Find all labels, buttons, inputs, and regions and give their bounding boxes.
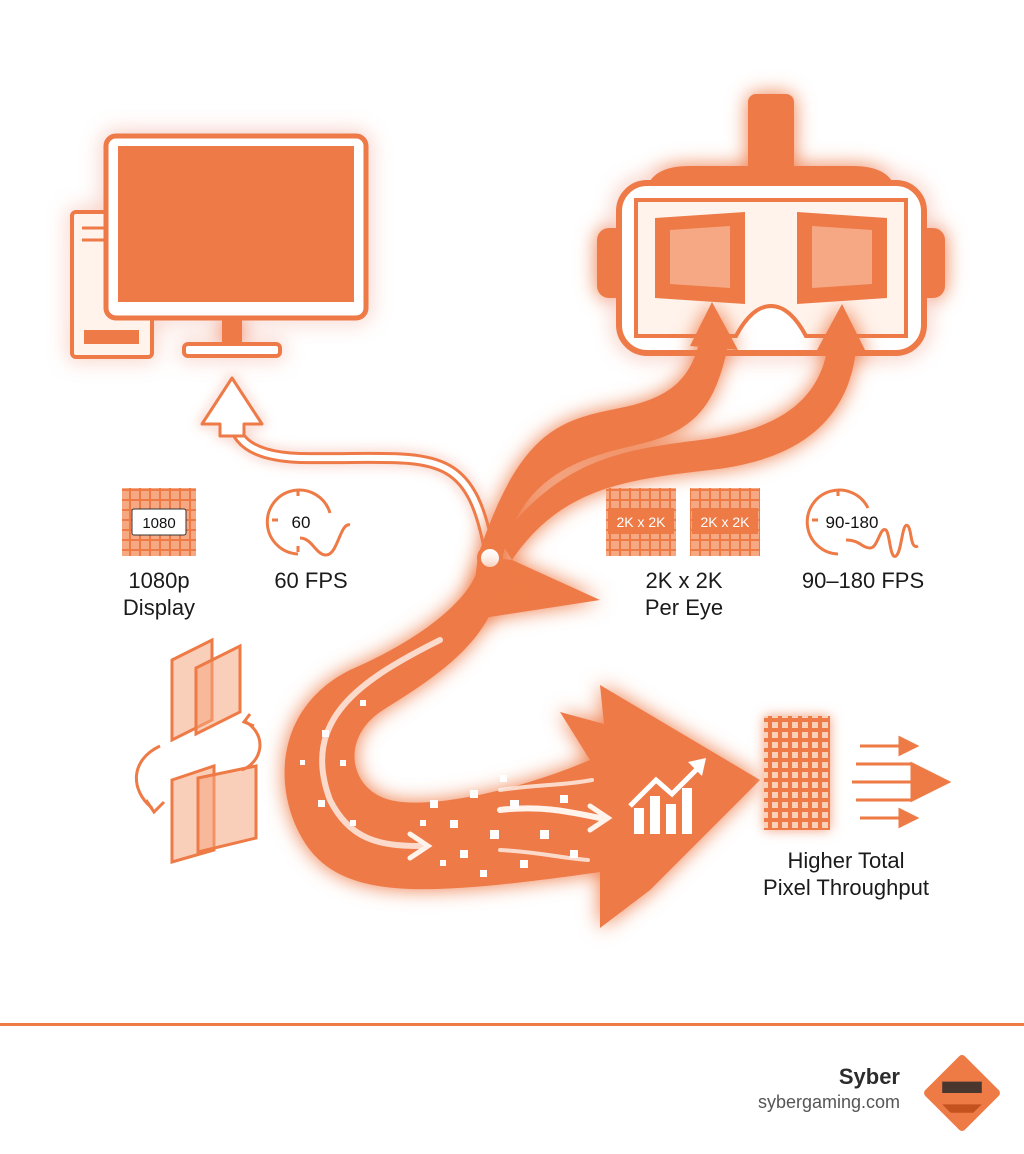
output-pixel-panel <box>764 716 830 830</box>
pixel-particles <box>300 700 578 877</box>
stereo-frames-icon <box>135 637 262 864</box>
pc-resolution-badge: 1080 <box>142 515 175 532</box>
speed-arrows-icon <box>852 735 952 829</box>
vr-resolution-badge-right: 2K x 2K <box>700 514 750 530</box>
footer-divider <box>0 1023 1024 1026</box>
stopwatch-icon <box>805 488 919 558</box>
pc-resolution-label: 1080p Display <box>96 567 222 621</box>
vr-resolution-label-line2: Per Eye <box>644 595 724 620</box>
vr-branch-arrows <box>470 302 868 620</box>
output-label: Higher Total Pixel Throughput <box>732 847 960 901</box>
vr-fps-label: 90–180 FPS <box>801 568 925 593</box>
vr-resolution-label-line1: 2K x 2K <box>645 568 723 593</box>
pc-resolution-label-line1: 1080p <box>128 568 190 593</box>
pc-branch-arrow <box>200 376 496 562</box>
throughput-flow-arrow <box>284 568 760 928</box>
pc-fps-label: 60 FPS <box>274 568 348 593</box>
pixel-grid-icon <box>606 488 760 556</box>
brand-url: sybergaming.com <box>757 1092 900 1112</box>
pc-fps-badge: 60 <box>292 513 311 532</box>
growth-chart-icon <box>628 758 706 834</box>
desktop-computer-icon <box>70 133 369 359</box>
syber-logo-icon <box>924 1055 1000 1131</box>
pc-resolution-label-line2: Display <box>122 595 196 620</box>
vr-resolution-badge-left: 2K x 2K <box>616 514 666 530</box>
output-label-line2: Pixel Throughput <box>763 875 929 900</box>
vr-fps-badge: 90-180 <box>826 513 879 532</box>
junction-node <box>477 545 503 571</box>
brand-name: Syber <box>838 1064 900 1089</box>
vr-headset-icon <box>597 94 945 356</box>
pixel-grid-icon <box>122 488 196 556</box>
stopwatch-icon <box>265 488 351 557</box>
vr-resolution-label: 2K x 2K Per Eye <box>618 567 750 621</box>
output-label-line1: Higher Total <box>787 848 905 873</box>
flow-streaks <box>319 637 613 862</box>
